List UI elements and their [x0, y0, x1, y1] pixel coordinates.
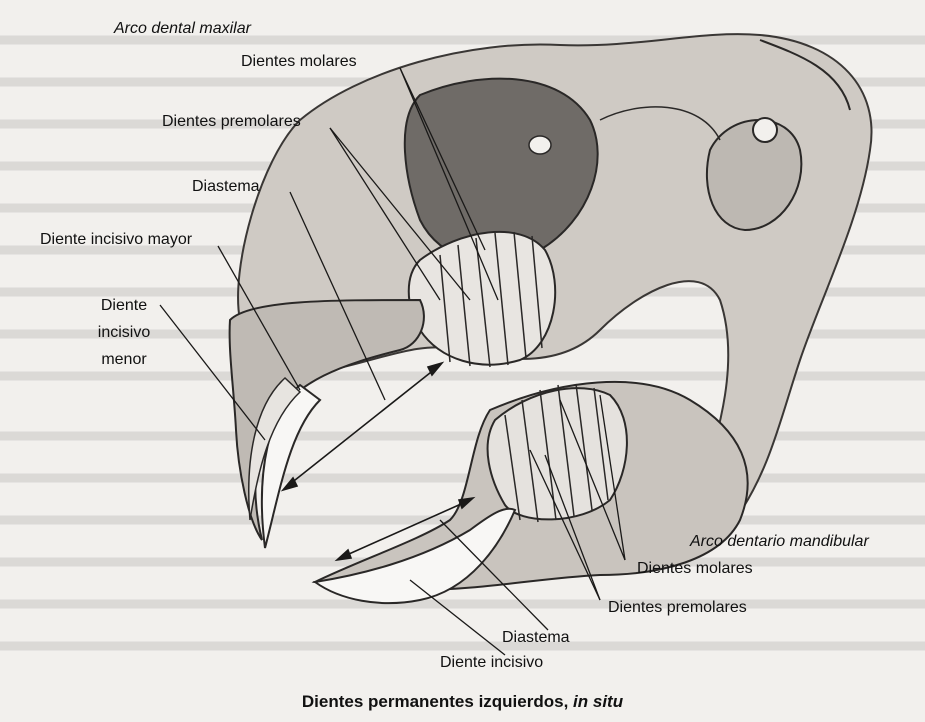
label-diastema-inferior: Diastema: [502, 628, 570, 647]
label-incisivo-menor-line2: incisivo: [84, 323, 164, 342]
label-dientes-premolares-superiores: Dientes premolares: [162, 112, 301, 131]
label-diente-incisivo-mayor: Diente incisivo mayor: [40, 230, 192, 249]
label-diastema-superior: Diastema: [192, 177, 260, 196]
upper-incisors: [230, 300, 424, 548]
caption-italic: in situ: [573, 692, 623, 711]
label-incisivo-menor-line1: Diente: [84, 296, 164, 315]
caption-main: Dientes permanentes izquierdos,: [302, 692, 573, 711]
label-diente-incisivo-inferior: Diente incisivo: [440, 653, 543, 672]
label-diente-incisivo-menor: Diente incisivo menor: [84, 296, 164, 369]
label-dientes-premolares-inferiores: Dientes premolares: [608, 598, 747, 617]
label-dientes-molares-inferiores: Dientes molares: [637, 559, 753, 578]
figure-caption: Dientes permanentes izquierdos, in situ: [0, 692, 925, 712]
label-dientes-molares-superiores: Dientes molares: [241, 52, 357, 71]
label-incisivo-menor-line3: menor: [84, 350, 164, 369]
label-arco-mandibular: Arco dentario mandibular: [690, 532, 869, 551]
label-arco-maxilar: Arco dental maxilar: [114, 19, 251, 38]
